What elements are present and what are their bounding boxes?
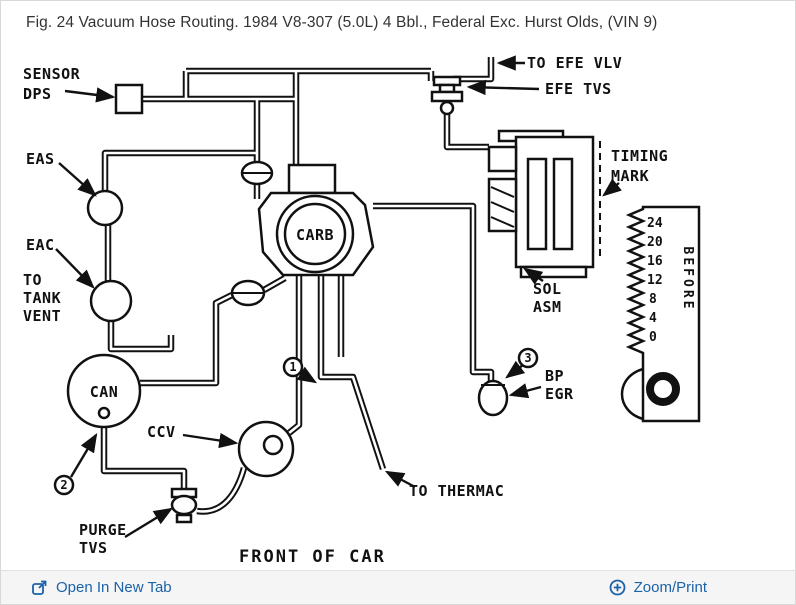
callout-1: 1 [282,356,304,378]
timing-scale-4: 4 [649,311,657,326]
vacuum-diaphragm-top [240,160,274,186]
timing-scale-20: 20 [647,235,663,250]
eac-valve [89,279,133,323]
label-to-tank-vent-1: TO [23,271,42,289]
label-efe-tvs: EFE TVS [545,80,612,98]
purge-tvs-fitting [170,487,198,524]
can-canister [66,353,142,429]
zoom-print-icon [609,579,626,596]
sol-asm-assembly [487,129,595,279]
label-purge: PURGE [79,521,127,539]
timing-scale-12: 12 [647,273,663,288]
label-to-tank-vent-3: VENT [23,307,61,325]
label-to-efe-vlv: TO EFE VLV [527,54,622,72]
label-timing: TIMING [611,147,668,165]
open-in-new-tab-label: Open In New Tab [56,579,172,596]
timing-scale-0: 0 [649,330,657,345]
svg-text:2: 2 [60,478,67,492]
zoom-print-label: Zoom/Print [633,579,707,596]
label-tvs: TVS [79,539,108,557]
label-sol: SOL [533,280,562,298]
label-eac: EAC [26,236,55,254]
vacuum-diaphragm-bottom [230,279,266,307]
label-egr: EGR [545,385,574,403]
vacuum-hose-lines [100,57,495,515]
label-mark: MARK [611,167,649,185]
label-to-thermac: TO THERMAC [409,482,504,500]
timing-scale: 24 20 16 12 8 4 0 BEFORE [620,205,701,423]
timing-pointer-hole [646,372,680,406]
callout-2: 2 [53,474,75,496]
before-label: BEFORE [680,247,695,312]
label-ccv: CCV [147,423,176,441]
svg-text:3: 3 [524,351,531,365]
figure-caption: Fig. 24 Vacuum Hose Routing. 1984 V8-307… [26,14,658,31]
label-eas: EAS [26,150,55,168]
label-asm: ASM [533,298,562,316]
open-in-new-tab-link[interactable]: Open In New Tab [31,579,172,596]
label-dps: DPS [23,85,52,103]
label-bp: BP [545,367,564,385]
svg-text:1: 1 [289,360,296,374]
eas-valve [86,189,124,227]
figure-action-bar: Open In New Tab Zoom/Print [1,570,795,604]
timing-scale-24: 24 [647,216,663,231]
efe-tvs-fitting [430,75,464,116]
label-to-tank-vent-2: TANK [23,289,61,307]
label-front-of-car: FRONT OF CAR [239,547,386,567]
label-carb: CARB [296,226,334,244]
open-in-new-tab-icon [31,579,48,596]
label-sensor: SENSOR [23,65,81,83]
zoom-print-link[interactable]: Zoom/Print [609,579,707,596]
sensor-dps-box [114,83,144,115]
timing-scale-16: 16 [647,254,663,269]
timing-scale-8: 8 [649,292,657,307]
vacuum-hose-diagram: 24 20 16 12 8 4 0 BEFORE [1,47,795,572]
bp-egr-valve [477,379,509,417]
label-arrows [55,55,622,539]
label-can: CAN [90,383,119,401]
carb-body [257,163,375,277]
callout-3: 3 [517,347,539,369]
ccv-valve [237,420,295,478]
